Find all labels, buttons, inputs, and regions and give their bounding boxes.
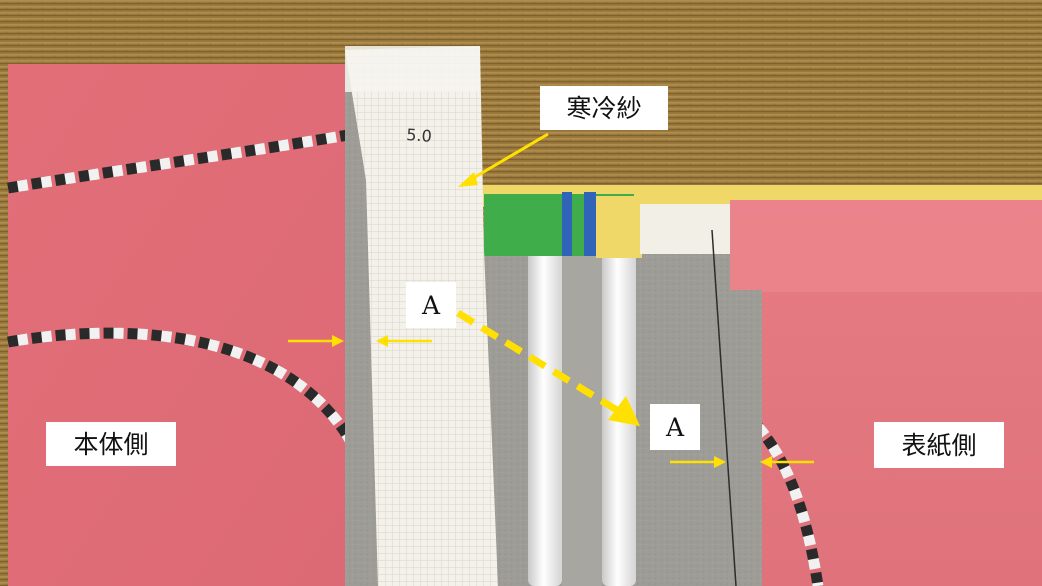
dashed-curve-top-light xyxy=(7,129,349,194)
handwritten-number: 5.0 xyxy=(406,125,433,146)
left-arrow-a-head xyxy=(332,335,344,347)
label-section-a-bottom: A xyxy=(650,404,700,450)
gray-groove-left xyxy=(562,250,602,586)
right-arrow-b-head xyxy=(760,456,772,468)
label-hontai-side: 本体側 xyxy=(46,422,176,466)
white-tape-patch xyxy=(640,204,732,254)
gauze-top-fold xyxy=(345,46,480,92)
kanreisha-pointer-line xyxy=(469,132,549,182)
label-section-a-top: A xyxy=(406,282,456,328)
label-hyoshi-side: 表紙側 xyxy=(874,422,1004,468)
right-arrow-a-head xyxy=(714,456,726,468)
dashed-curve-right-light xyxy=(747,416,824,586)
label-kanreisha: 寒冷紗 xyxy=(540,86,668,130)
kanreisha-pointer-head xyxy=(458,172,478,187)
dashed-curve-arc-light xyxy=(7,327,355,443)
white-rod-left xyxy=(528,250,562,586)
gray-board-right-strip xyxy=(730,290,762,586)
a-a-dashed-line xyxy=(456,310,622,415)
left-arrow-b-head xyxy=(376,335,388,347)
left-pink-board xyxy=(8,64,353,586)
a-a-arrow-head xyxy=(608,396,640,426)
blue-tape-stripe-1 xyxy=(562,192,572,256)
right-pink-board-upper xyxy=(730,200,1042,292)
blue-tape-stripe-2 xyxy=(584,192,596,256)
yellow-tape-patch xyxy=(596,196,642,258)
pencil-line xyxy=(711,229,737,586)
